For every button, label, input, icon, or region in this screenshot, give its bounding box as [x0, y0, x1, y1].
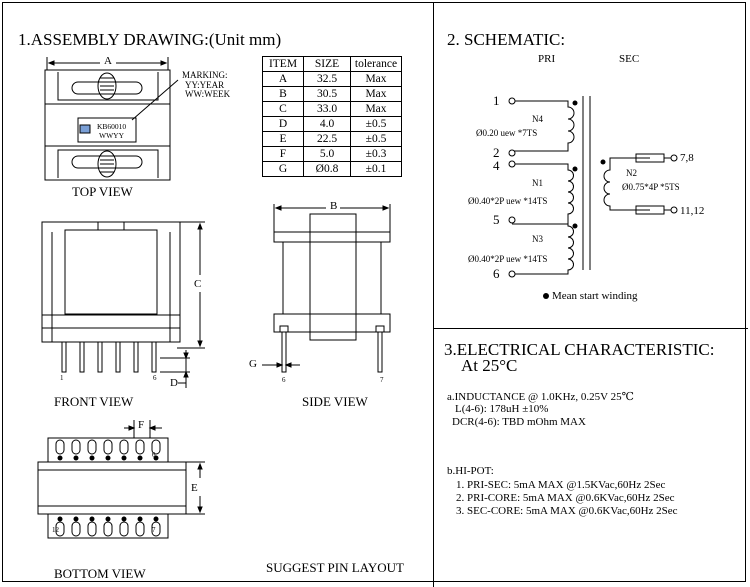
- spec-size: 33.0: [303, 101, 351, 117]
- spec-item: E: [262, 131, 304, 147]
- dim-e-label: E: [191, 482, 198, 494]
- front-pin-6: 6: [153, 374, 157, 382]
- spec-size: 4.0: [303, 116, 351, 132]
- schematic-pin-1: 1: [493, 93, 500, 108]
- front-pin-1: 1: [60, 374, 64, 382]
- schematic-pri-label: PRI: [538, 53, 556, 65]
- n1-label: N1: [532, 178, 543, 188]
- spec-item: C: [262, 101, 304, 117]
- n2-spec: Ø0.75*4P *5TS: [622, 182, 680, 192]
- dim-f-label: F: [138, 419, 145, 431]
- spec-header-row: ITEM SIZE tolerance: [262, 56, 402, 72]
- bottom-pin-6: 6: [152, 451, 156, 459]
- dim-d-label: D: [170, 377, 178, 389]
- spec-size: 22.5: [303, 131, 351, 147]
- start-winding-legend: Mean start winding: [552, 290, 638, 302]
- inductance-value: L(4-6): 178uH ±10%: [455, 403, 549, 415]
- side-pin-7: 7: [380, 376, 384, 384]
- n3-spec: Ø0.40*2P uew *14TS: [468, 254, 548, 264]
- top-view-label: TOP VIEW: [72, 184, 133, 199]
- assembly-title: 1.ASSEMBLY DRAWING:(Unit mm): [18, 30, 282, 49]
- bottom-view-label: BOTTOM VIEW: [54, 566, 146, 581]
- n3-label: N3: [532, 234, 543, 244]
- spec-size: Ø0.8: [303, 161, 351, 177]
- spec-header-tolerance: tolerance: [350, 56, 402, 72]
- side-pin-6: 6: [282, 376, 286, 384]
- dim-a-label: A: [104, 55, 112, 67]
- spec-tol: ±0.5: [350, 116, 402, 132]
- marking-week: WW:WEEK: [185, 89, 231, 99]
- spec-header-item: ITEM: [262, 56, 304, 72]
- spec-item: F: [262, 146, 304, 162]
- marking-year: YY:YEAR: [185, 80, 225, 90]
- side-view-label: SIDE VIEW: [302, 394, 368, 409]
- hipot-item-3: 3. SEC-CORE: 5mA MAX @0.6KVac,60Hz 2Sec: [456, 505, 678, 517]
- bottom-pin-7: 7: [152, 526, 156, 534]
- schematic-title: 2. SCHEMATIC:: [447, 30, 566, 49]
- front-view-label: FRONT VIEW: [54, 394, 134, 409]
- spec-size: 32.5: [303, 71, 351, 87]
- spec-tol: Max: [350, 101, 402, 117]
- electrical-subtitle: At 25°C: [461, 356, 518, 375]
- spec-tol: Max: [350, 71, 402, 87]
- spec-size: 5.0: [303, 146, 351, 162]
- spec-item: A: [262, 71, 304, 87]
- schematic-pin-11-12: 11,12: [680, 205, 705, 217]
- schematic-pin-4: 4: [493, 158, 500, 173]
- vertical-divider: [433, 2, 434, 587]
- spec-item: D: [262, 116, 304, 132]
- spec-tol: ±0.3: [350, 146, 402, 162]
- marking-label: MARKING:: [182, 70, 228, 80]
- schematic-sec-label: SEC: [619, 53, 640, 65]
- n1-spec: Ø0.40*2P uew *14TS: [468, 196, 548, 206]
- electrical-title: 3.ELECTRICAL CHARACTERISTIC:: [444, 340, 715, 359]
- inductance-line: a.INDUCTANCE @ 1.0KHz, 0.25V 25℃: [447, 391, 634, 403]
- spec-tol: ±0.5: [350, 131, 402, 147]
- suggest-pin-layout: SUGGEST PIN LAYOUT: [266, 560, 404, 575]
- schematic-pin-7-8: 7,8: [680, 152, 694, 164]
- schematic-pin-5: 5: [493, 212, 500, 227]
- label-week: WWYY: [99, 131, 124, 140]
- spec-item: B: [262, 86, 304, 102]
- n2-label: N2: [626, 168, 637, 178]
- schematic-pin-2: 2: [493, 145, 500, 160]
- hipot-item-1: 1. PRI-SEC: 5mA MAX @1.5KVac,60Hz 2Sec: [456, 479, 666, 491]
- n4-label: N4: [532, 114, 543, 124]
- dim-c-label: C: [194, 278, 202, 290]
- dcr-value: DCR(4-6): TBD mOhm MAX: [452, 416, 586, 428]
- schematic-pin-6: 6: [493, 266, 500, 281]
- dim-b-label: B: [330, 200, 338, 212]
- dim-g-label: G: [249, 358, 257, 370]
- spec-size: 30.5: [303, 86, 351, 102]
- hipot-item-2: 2. PRI-CORE: 5mA MAX @0.6KVac,60Hz 2Sec: [456, 492, 675, 504]
- spec-tol: ±0.1: [350, 161, 402, 177]
- spec-item: G: [262, 161, 304, 177]
- n4-spec: Ø0.20 uew *7TS: [476, 128, 538, 138]
- bottom-pin-12: 12: [52, 526, 59, 534]
- hipot-title: b.HI-POT:: [447, 465, 494, 477]
- spec-header-size: SIZE: [303, 56, 351, 72]
- spec-tol: Max: [350, 86, 402, 102]
- horizontal-divider: [433, 328, 748, 329]
- label-code: KB60010: [97, 122, 127, 131]
